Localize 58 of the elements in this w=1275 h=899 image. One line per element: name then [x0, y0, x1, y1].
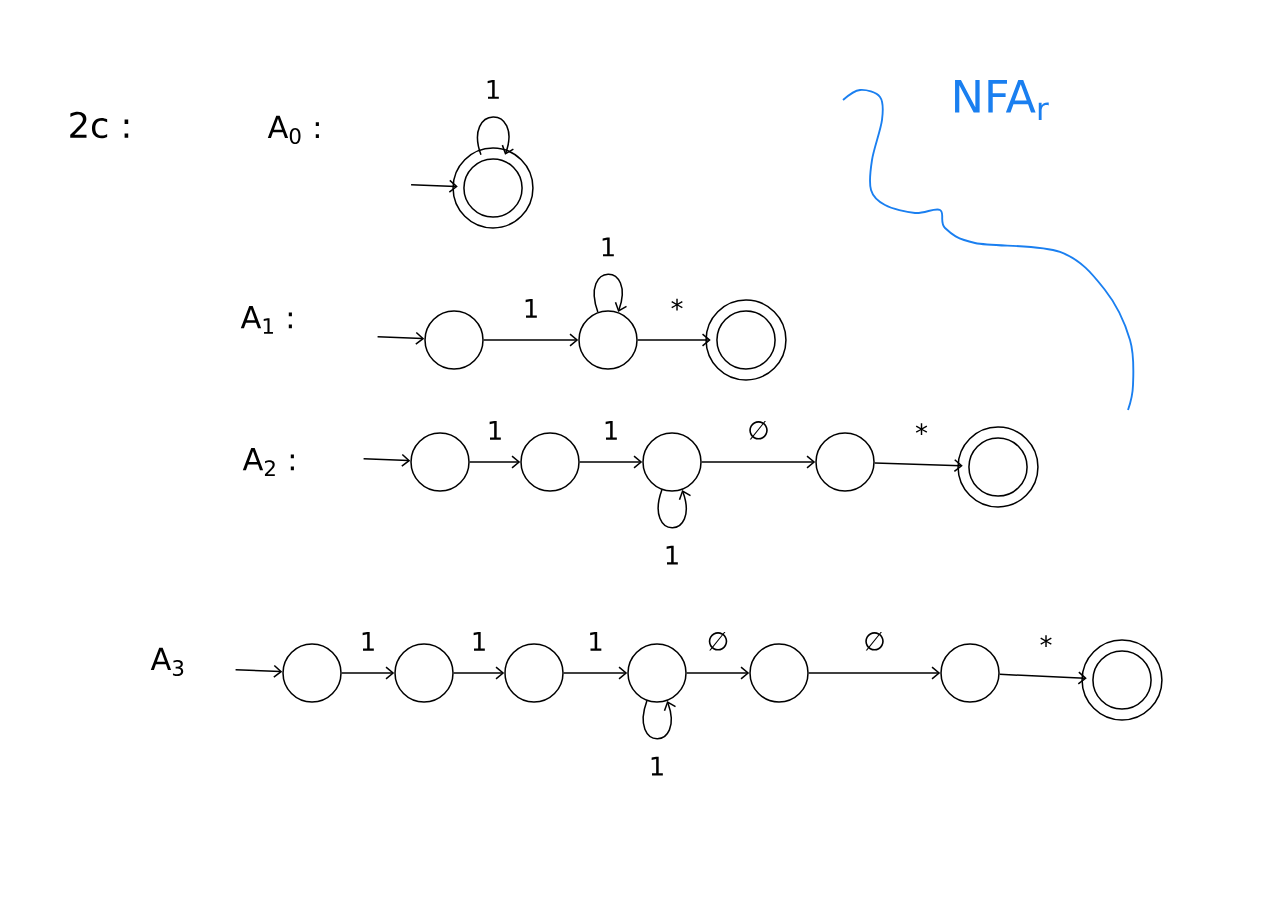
arrow [376, 331, 425, 345]
state-circle [504, 643, 564, 703]
edge-label: 1 [485, 419, 505, 441]
row-label: NFA$_{r}$ [955, 80, 1049, 120]
arrow [362, 453, 411, 467]
edge-label: 1 [647, 755, 667, 777]
state-circle [520, 432, 580, 492]
state-circle [424, 310, 484, 370]
edge-label: 1 [521, 297, 541, 319]
row-label: A$_{0}$ : [267, 115, 319, 145]
row-label: A$_{3}$ [150, 647, 184, 677]
edge-label: ∅ [746, 419, 771, 441]
arrow [642, 700, 677, 740]
edge-label: 1 [358, 630, 378, 652]
accepting-state-circle [1081, 639, 1163, 721]
edge-label: ∅ [862, 630, 887, 652]
state-circle [578, 310, 638, 370]
state-circle [394, 643, 454, 703]
arrow [476, 116, 515, 156]
arrow [341, 666, 395, 680]
edge-label: * [913, 422, 930, 444]
edge-label: * [1038, 634, 1054, 656]
arrow [701, 455, 816, 469]
accepting-state-circle [452, 147, 534, 229]
arrow [483, 333, 579, 347]
arrow [874, 458, 963, 473]
state-circle [627, 643, 687, 703]
arrow [657, 489, 692, 529]
edge-label: 1 [598, 236, 618, 258]
edge-label: 1 [483, 78, 503, 100]
arrow [999, 671, 1087, 685]
arrow [579, 455, 643, 469]
arrow [808, 666, 941, 680]
accepting-state-circle [957, 426, 1039, 508]
edge-label: 1 [601, 419, 621, 441]
state-circle [282, 643, 342, 703]
edge-label: ∅ [705, 630, 731, 652]
edge-label: 1 [469, 630, 489, 652]
arrow [410, 179, 458, 193]
edge-label: * [669, 297, 685, 320]
arrow [234, 664, 283, 678]
edge-label: 1 [662, 544, 682, 566]
row-label: A$_{2}$ : [242, 448, 294, 476]
state-circle [815, 432, 875, 492]
arrow [593, 273, 628, 313]
edge-label: 1 [586, 630, 605, 652]
arrow [686, 666, 750, 680]
state-circle [410, 432, 470, 492]
arrow [469, 455, 521, 469]
row-label: A$_{1}$ : [240, 306, 292, 334]
state-circle [642, 432, 702, 492]
row-label: 2c : [70, 111, 129, 139]
arrow [563, 666, 628, 680]
state-circle [940, 643, 1000, 703]
state-circle [749, 643, 809, 703]
arrow [453, 666, 505, 680]
arrow [637, 333, 711, 347]
accepting-state-circle [705, 299, 787, 381]
